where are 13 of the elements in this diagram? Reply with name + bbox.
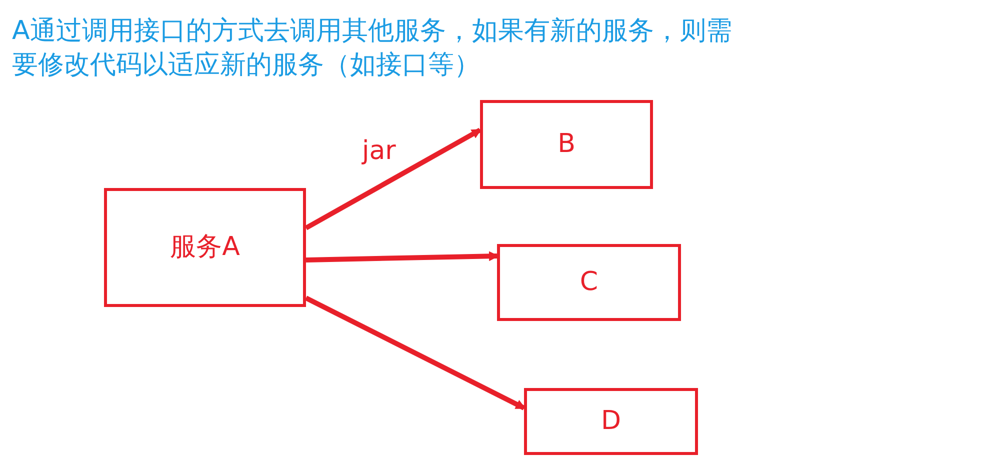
edge-label: jar <box>362 136 396 166</box>
arrow <box>304 296 526 410</box>
node-label: C <box>580 266 598 299</box>
node-label: 服务A <box>170 231 240 264</box>
node-label: D <box>600 405 622 438</box>
title: A通过调用接口的方式去调用其他服务，如果有新的服务，则需要修改代码以适应新的服务（如接口等） <box>12 15 732 82</box>
arrow <box>306 251 499 262</box>
arrow <box>304 128 482 230</box>
service-box <box>524 388 698 455</box>
service-box <box>497 244 681 321</box>
node-label: B <box>558 128 576 161</box>
service-box <box>104 188 306 307</box>
service-box <box>480 100 653 189</box>
